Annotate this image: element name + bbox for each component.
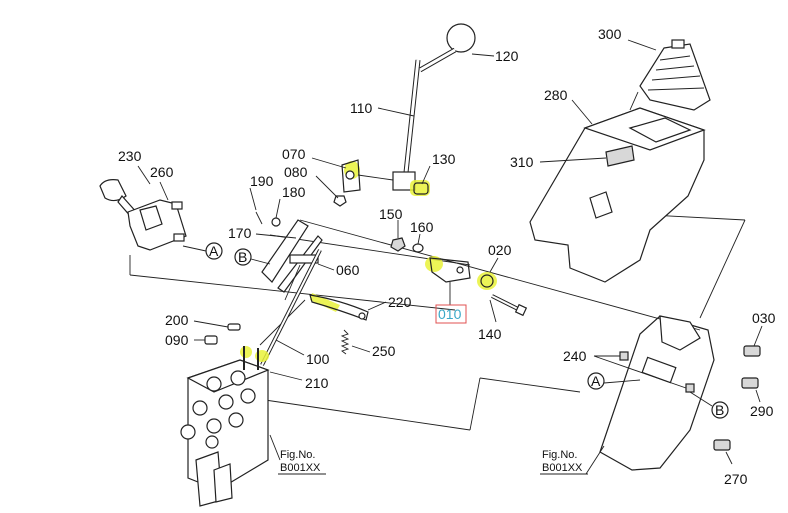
control-valve[interactable] xyxy=(180,346,270,507)
label-250[interactable]: 250 xyxy=(372,343,396,359)
label-070[interactable]: 070 xyxy=(282,146,306,162)
label-100[interactable]: 100 xyxy=(306,351,330,367)
connector-b-right[interactable]: B xyxy=(689,391,729,419)
label-180[interactable]: 180 xyxy=(282,184,306,200)
label-020[interactable]: 020 xyxy=(488,242,512,258)
plug-090[interactable] xyxy=(204,335,218,345)
connector-a-left[interactable]: A xyxy=(182,242,223,260)
callouts: 120 110 130 070 080 190 180 170 060 220 … xyxy=(118,26,776,487)
label-280[interactable]: 280 xyxy=(544,87,568,103)
control-lever[interactable] xyxy=(392,23,476,191)
bolt-270[interactable] xyxy=(713,439,731,451)
label-130[interactable]: 130 xyxy=(432,151,456,167)
label-110[interactable]: 110 xyxy=(350,100,373,116)
connector-a-right[interactable]: A xyxy=(587,372,641,390)
figure-ref-right-code: B001XX xyxy=(542,462,583,474)
label-200[interactable]: 200 xyxy=(165,312,189,328)
connector-a-right-label: A xyxy=(591,373,601,389)
connector-b-left[interactable]: B xyxy=(234,248,271,266)
bolt-290[interactable] xyxy=(741,377,759,389)
figure-ref-left-label: Fig.No. xyxy=(280,449,315,461)
label-220[interactable]: 220 xyxy=(388,294,412,310)
pin-190[interactable] xyxy=(255,211,263,225)
connector-b-right-label: B xyxy=(715,402,724,418)
label-150[interactable]: 150 xyxy=(379,206,403,222)
bolt-030[interactable] xyxy=(743,345,761,357)
lever-pivot[interactable] xyxy=(341,159,394,193)
spacer-240a[interactable] xyxy=(619,351,629,361)
label-240[interactable]: 240 xyxy=(563,348,587,364)
label-190[interactable]: 190 xyxy=(250,173,274,189)
label-310[interactable]: 310 xyxy=(510,154,534,170)
ball-joint[interactable] xyxy=(425,256,497,305)
washer-150[interactable] xyxy=(390,237,406,252)
link-arm[interactable] xyxy=(309,293,369,321)
lever-knob[interactable] xyxy=(446,23,476,53)
rubber-boot[interactable] xyxy=(639,39,711,111)
lever-cover[interactable] xyxy=(529,107,706,283)
label-170[interactable]: 170 xyxy=(228,225,252,241)
label-160[interactable]: 160 xyxy=(410,219,434,235)
label-060[interactable]: 060 xyxy=(336,262,360,278)
label-210[interactable]: 210 xyxy=(305,375,329,391)
cover-grip-310 xyxy=(605,145,635,167)
nut[interactable] xyxy=(333,195,347,207)
connector-a-left-label: A xyxy=(209,243,219,259)
label-090[interactable]: 090 xyxy=(165,332,189,348)
return-spring[interactable] xyxy=(340,329,350,355)
mount-plate[interactable] xyxy=(599,315,715,471)
highlighted-part-box[interactable]: 010 xyxy=(435,304,467,324)
figure-ref-left-code: B001XX xyxy=(280,462,321,474)
label-010[interactable]: 010 xyxy=(438,306,462,322)
bolt[interactable] xyxy=(491,294,528,317)
hand-lever[interactable] xyxy=(99,179,187,251)
washer-160[interactable] xyxy=(412,243,424,253)
label-140[interactable]: 140 xyxy=(478,326,502,342)
washer-180[interactable] xyxy=(271,217,281,227)
label-260[interactable]: 260 xyxy=(150,164,174,180)
label-290[interactable]: 290 xyxy=(750,403,774,419)
label-120[interactable]: 120 xyxy=(495,48,519,64)
label-230[interactable]: 230 xyxy=(118,148,142,164)
label-270[interactable]: 270 xyxy=(724,471,748,487)
label-080[interactable]: 080 xyxy=(284,164,308,180)
control-rod[interactable] xyxy=(260,249,322,366)
figure-ref-right-label: Fig.No. xyxy=(542,449,577,461)
label-030[interactable]: 030 xyxy=(752,310,776,326)
figure-ref-left[interactable]: Fig.No. B001XX xyxy=(269,434,326,475)
spacer-240b[interactable] xyxy=(685,383,695,393)
figure-ref-right[interactable]: Fig.No. B001XX xyxy=(540,445,605,475)
label-300[interactable]: 300 xyxy=(598,26,622,42)
bushing[interactable] xyxy=(410,180,430,196)
connector-b-left-label: B xyxy=(238,249,247,265)
pin-200[interactable] xyxy=(227,323,241,331)
